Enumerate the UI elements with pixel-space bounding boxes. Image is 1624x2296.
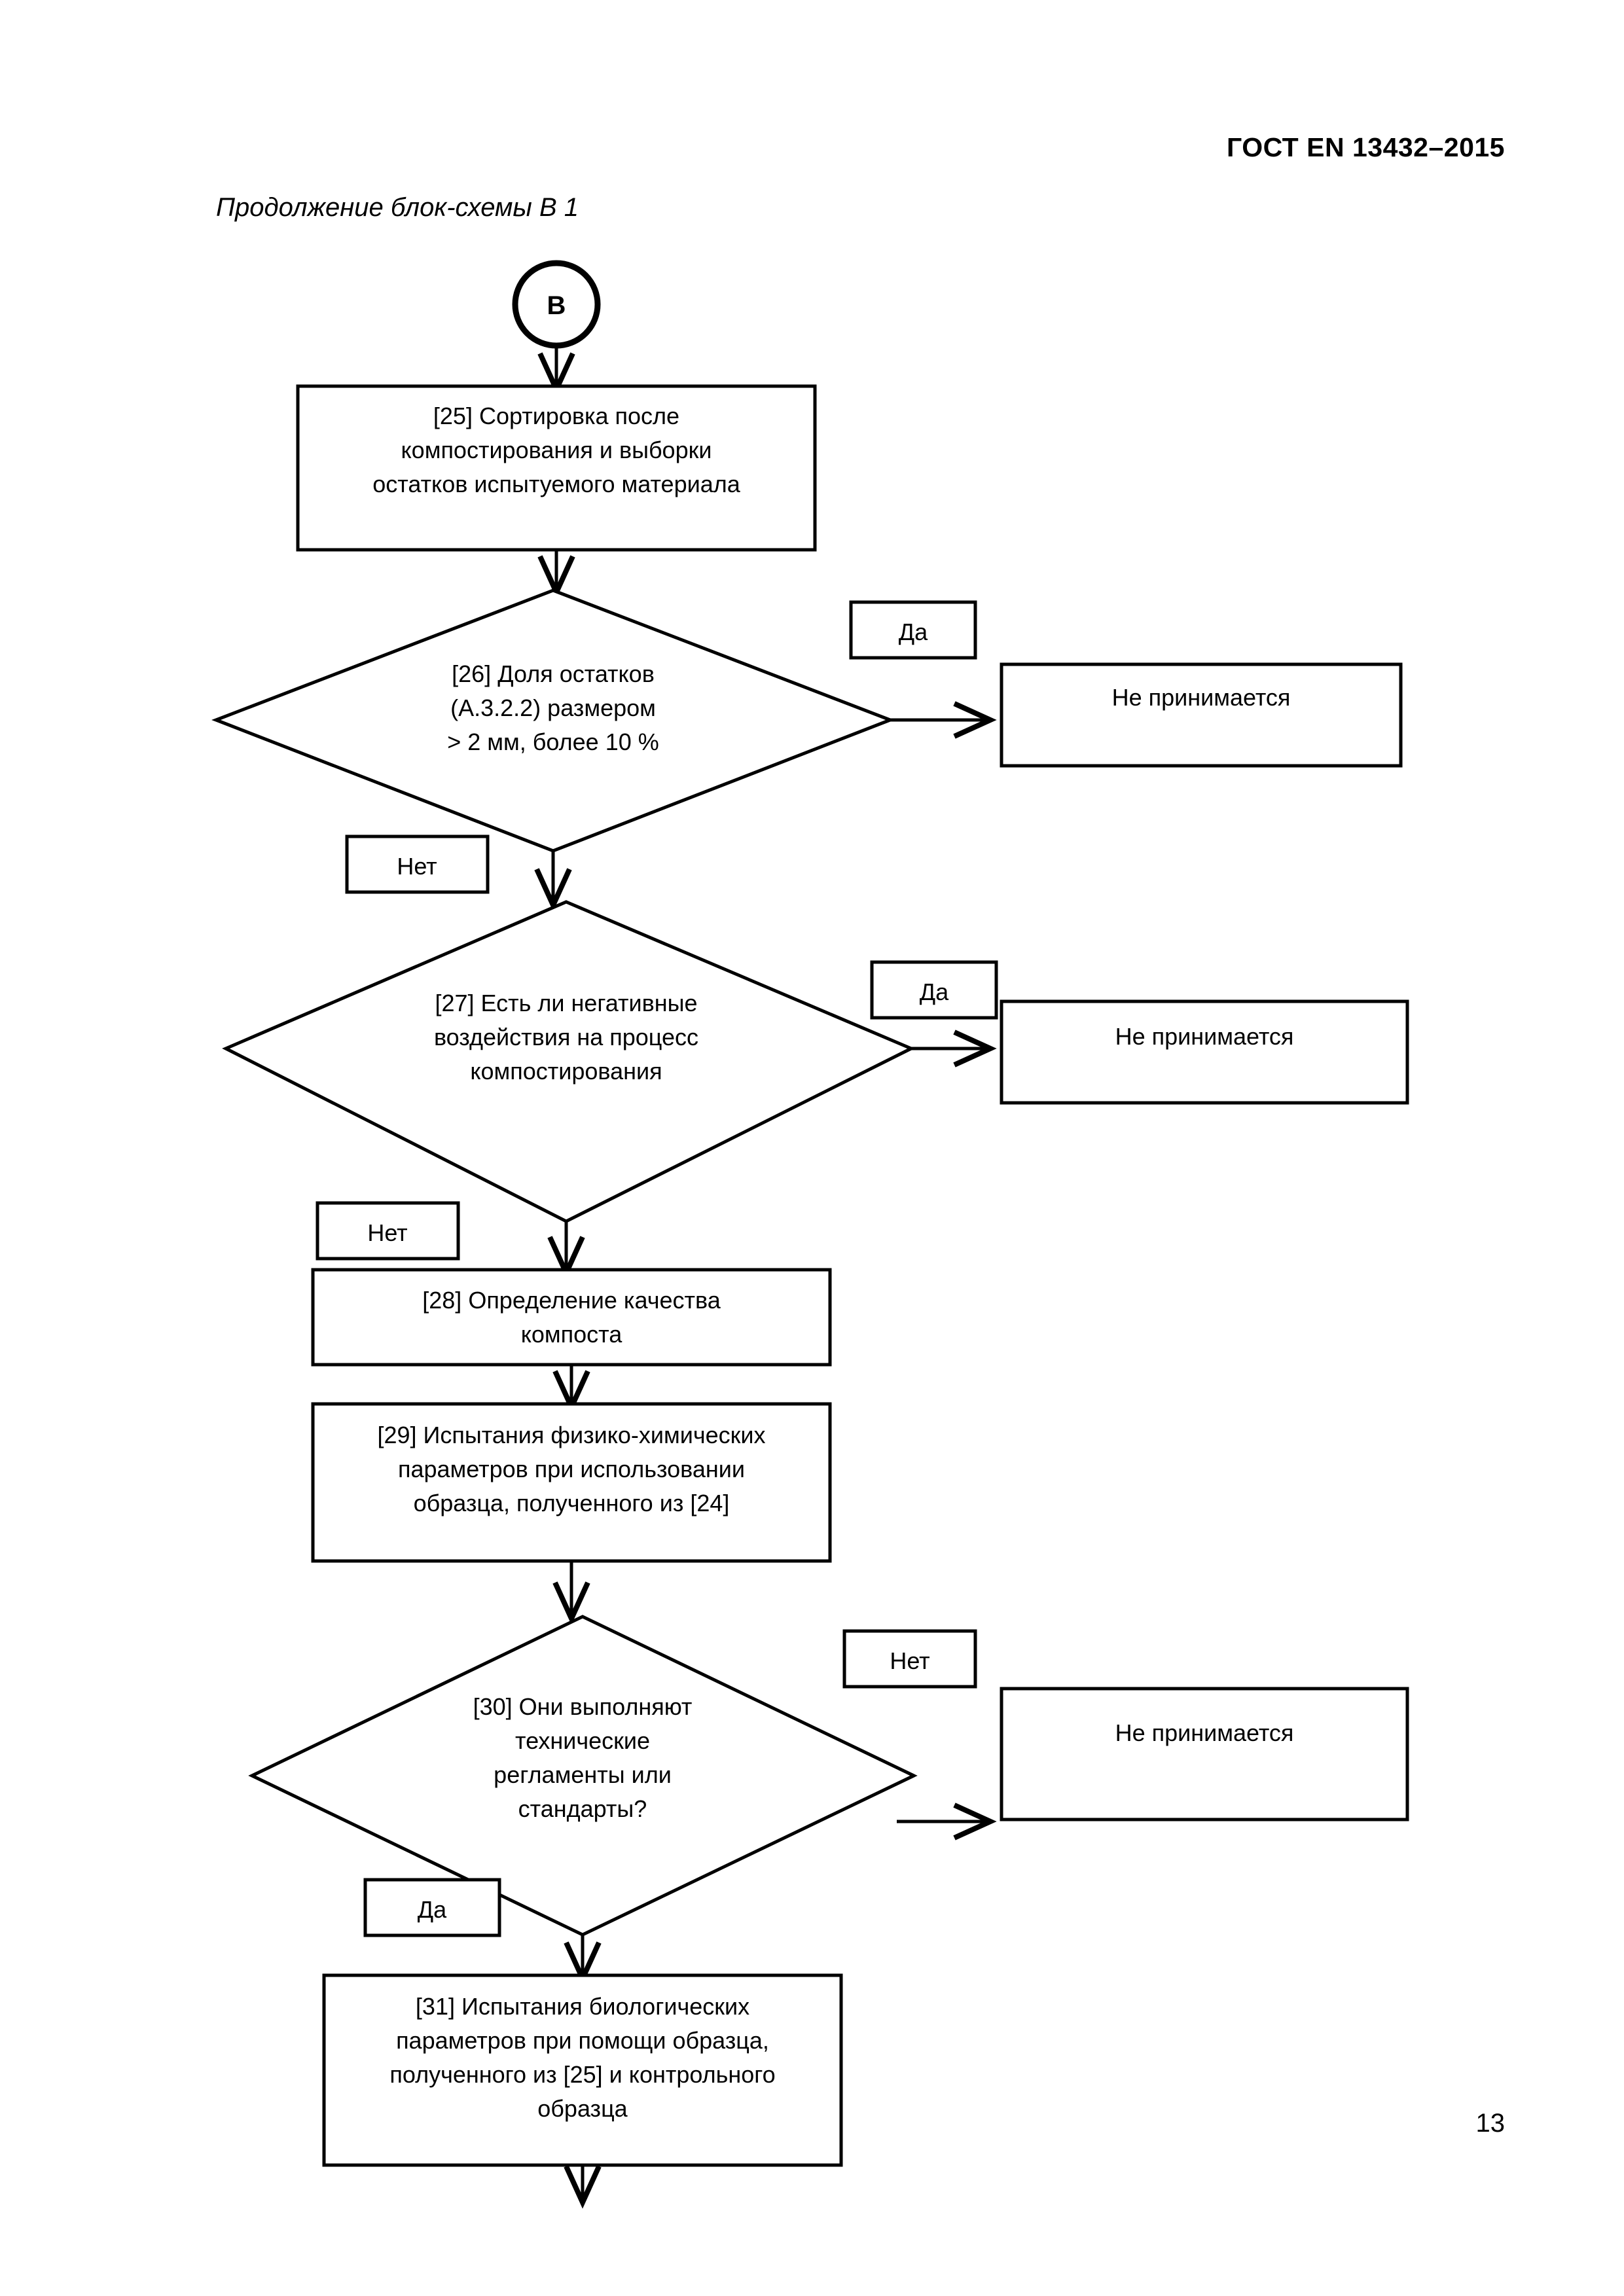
decision-node-30-line-2: технические bbox=[515, 1727, 650, 1754]
edge-label-box-yes-27 bbox=[870, 960, 998, 1020]
process-node-25-line-1: [25] Сортировка после bbox=[433, 403, 679, 429]
process-node-31-line-2: параметров при помощи образца, bbox=[396, 2027, 769, 2054]
terminal-node-reject-3 bbox=[1000, 1687, 1409, 1821]
edge-label-box-no-30 bbox=[842, 1629, 977, 1689]
edge-label-yes-27: Да bbox=[920, 978, 949, 1005]
edge-label-box-yes-26 bbox=[849, 600, 977, 660]
process-node-28-line-2: компоста bbox=[521, 1321, 623, 1348]
figure-caption: Продолжение блок-схемы В 1 bbox=[216, 193, 579, 222]
process-node-25-line-3: остатков испытуемого материала bbox=[372, 471, 740, 497]
decision-node-26-line-2: (А.3.2.2) размером bbox=[450, 694, 656, 721]
edge-label-box-no-26 bbox=[345, 834, 490, 894]
edge-label-yes-26: Да bbox=[899, 619, 928, 645]
process-node-31-line-4: образца bbox=[537, 2095, 628, 2122]
page-number: 13 bbox=[1475, 2109, 1506, 2138]
terminal-node-reject-2 bbox=[1000, 999, 1409, 1105]
edge-label-box-yes-30 bbox=[363, 1878, 501, 1937]
terminal-node-reject-3-label: Не принимается bbox=[1115, 1719, 1294, 1746]
process-node-29-line-2: параметров при использовании bbox=[398, 1456, 745, 1482]
document-header-standard-number: ГОСТ EN 13432–2015 bbox=[1227, 132, 1505, 162]
process-node-28-line-1: [28] Определение качества bbox=[422, 1287, 721, 1314]
terminal-node-reject-1 bbox=[1000, 662, 1403, 768]
decision-node-27-line-1: [27] Есть ли негативные bbox=[435, 990, 698, 1016]
decision-node-30-line-4: стандарты? bbox=[518, 1795, 647, 1822]
decision-node-27-line-2: воздействия на процесс bbox=[434, 1024, 698, 1050]
process-node-28 bbox=[311, 1268, 832, 1367]
edge-label-no-26: Нет bbox=[397, 853, 437, 880]
decision-node-30-line-3: регламенты или bbox=[494, 1761, 672, 1788]
decision-node-26-line-3: > 2 мм, более 10 % bbox=[447, 728, 659, 755]
decision-node-30-line-1: [30] Они выполняют bbox=[473, 1693, 693, 1720]
process-node-31 bbox=[322, 1973, 843, 2167]
process-node-31-line-3: полученного из [25] и контрольного bbox=[389, 2061, 775, 2088]
edge-label-no-27: Нет bbox=[367, 1219, 407, 1246]
decision-node-27-line-3: компостирования bbox=[470, 1058, 662, 1085]
decision-node-26-line-1: [26] Доля остатков bbox=[452, 660, 655, 687]
connector-circle-label: В bbox=[547, 291, 566, 320]
process-node-29-line-3: образца, полученного из [24] bbox=[414, 1490, 730, 1516]
process-node-25 bbox=[296, 384, 817, 552]
process-node-31-line-1: [31] Испытания биологических bbox=[416, 1993, 749, 2020]
terminal-node-reject-2-label: Не принимается bbox=[1115, 1023, 1294, 1050]
process-node-29-line-1: [29] Испытания физико-химических bbox=[378, 1422, 766, 1448]
edge-label-box-no-27 bbox=[316, 1201, 460, 1261]
process-node-25-line-2: компостирования и выборки bbox=[401, 437, 712, 463]
terminal-node-reject-1-label: Не принимается bbox=[1112, 684, 1291, 711]
edge-label-yes-30: Да bbox=[418, 1896, 447, 1923]
edge-label-no-30: Нет bbox=[890, 1647, 929, 1674]
